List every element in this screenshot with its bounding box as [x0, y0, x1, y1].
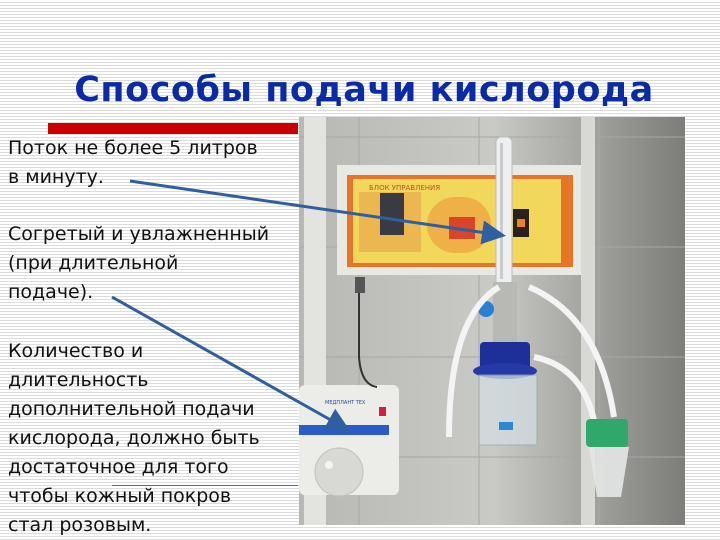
divider-line — [112, 485, 298, 486]
slide-title: Способы подачи кислорода — [74, 70, 654, 110]
equipment-illustration: БЛОК УПРАВЛЕНИЯ МЕДПЛАНТ ТЕХ — [299, 117, 685, 525]
oxygen-equipment-photo: БЛОК УПРАВЛЕНИЯ МЕДПЛАНТ ТЕХ — [299, 117, 685, 525]
control-unit: БЛОК УПРАВЛЕНИЯ — [337, 165, 581, 275]
title-underline-bar — [48, 123, 298, 134]
heater-device: МЕДПЛАНТ ТЕХ — [299, 385, 399, 497]
bullet-amount-duration: Количество и длительность дополнительной… — [8, 340, 260, 536]
svg-text:БЛОК УПРАВЛЕНИЯ: БЛОК УПРАВЛЕНИЯ — [369, 184, 440, 192]
svg-text:МЕДПЛАНТ ТЕХ: МЕДПЛАНТ ТЕХ — [325, 400, 366, 406]
bullet-flow-rate: Поток не более 5 литров в минуту. — [8, 137, 258, 188]
bullet-warm-humidified: Согретый и увлажненный (при длительной п… — [8, 223, 270, 303]
